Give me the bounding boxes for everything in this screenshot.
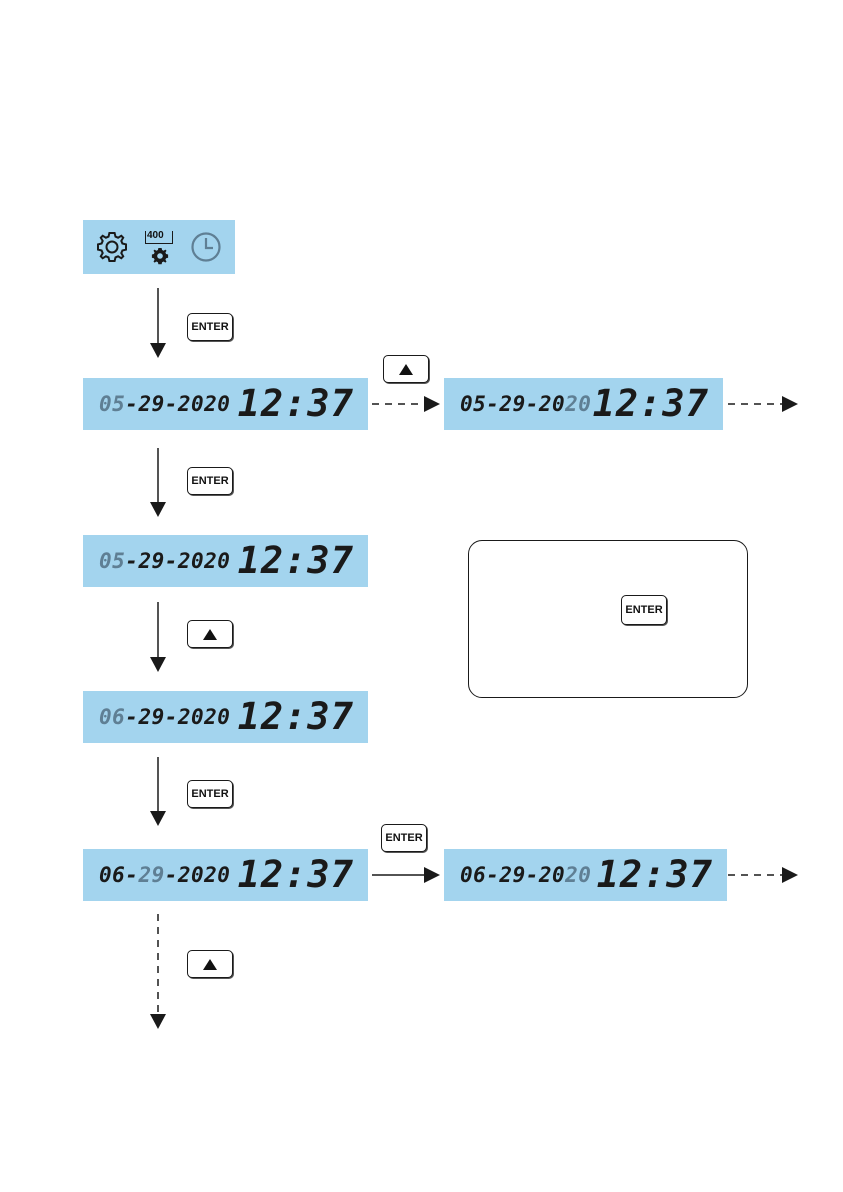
up-button[interactable] (187, 620, 233, 648)
clock-icon (190, 231, 222, 263)
arrowhead (150, 1014, 166, 1029)
arrowhead (424, 867, 440, 883)
lcd-date-highlight: 29 (138, 863, 164, 887)
enter-button-label: ENTER (385, 832, 422, 844)
lcd-date-highlight: 20 (565, 863, 591, 887)
enter-button[interactable]: ENTER (621, 595, 667, 625)
lcd-screen: 06-29-2020 12:37 (83, 691, 368, 743)
lcd-date: 05-29-2020 (460, 392, 591, 416)
lcd-date-rest: -29-2020 (125, 549, 230, 573)
lcd-screen: 05-29-2020 12:37 (83, 535, 368, 587)
lcd-screen: 06-29-2020 12:37 (444, 849, 727, 901)
enter-button[interactable]: ENTER (187, 313, 233, 341)
menu-icon-bar: 400 (83, 220, 235, 274)
arrowhead (424, 396, 440, 412)
up-arrow-icon (203, 959, 217, 970)
arrowhead (782, 396, 798, 412)
enter-button-label: ENTER (191, 788, 228, 800)
lcd-screen: 05-29-2020 12:37 (444, 378, 723, 430)
lcd-date-rest: -29-2020 (125, 705, 230, 729)
up-arrow-icon (399, 364, 413, 375)
lcd-time: 12:37 (238, 695, 354, 738)
enter-button[interactable]: ENTER (187, 467, 233, 495)
arrowhead (150, 657, 166, 672)
gear-icon (95, 230, 129, 264)
lcd-date-prefix: 06- (99, 863, 138, 887)
lcd-date-prefix: 06-29-20 (460, 863, 565, 887)
lcd-screen: 06-29-2020 12:37 (83, 849, 368, 901)
lcd-date-prefix: 05-29-20 (460, 392, 565, 416)
lcd-date-highlight: 05 (99, 549, 125, 573)
lcd-date: 06-29-2020 (460, 863, 591, 887)
enter-button-label: ENTER (191, 475, 228, 487)
arrowhead (150, 811, 166, 826)
lcd-screen: 05-29-2020 12:37 (83, 378, 368, 430)
lcd-time: 12:37 (238, 853, 354, 896)
calibration-value: 400 (147, 230, 164, 241)
enter-button-label: ENTER (191, 321, 228, 333)
arrowhead (150, 502, 166, 517)
enter-button-label: ENTER (625, 604, 662, 616)
up-button[interactable] (383, 355, 429, 383)
arrowhead (150, 343, 166, 358)
arrowhead (782, 867, 798, 883)
lcd-date-highlight: 20 (565, 392, 591, 416)
lcd-date-highlight: 05 (99, 392, 125, 416)
small-gear-icon (151, 247, 169, 265)
lcd-date-rest: -2020 (165, 863, 231, 887)
lcd-date: 06-29-2020 (99, 863, 230, 887)
lcd-date: 05-29-2020 (99, 549, 230, 573)
lcd-date: 06-29-2020 (99, 705, 230, 729)
lcd-time: 12:37 (238, 539, 354, 582)
lcd-date-rest: -29-2020 (125, 392, 230, 416)
enter-button[interactable]: ENTER (187, 780, 233, 808)
up-arrow-icon (203, 629, 217, 640)
up-button[interactable] (187, 950, 233, 978)
lcd-time: 12:37 (597, 853, 713, 896)
enter-button[interactable]: ENTER (381, 824, 427, 852)
lcd-date: 05-29-2020 (99, 392, 230, 416)
lcd-time: 12:37 (593, 382, 709, 425)
note-box: ENTER (468, 540, 748, 698)
lcd-time: 12:37 (238, 382, 354, 425)
lcd-date-highlight: 06 (99, 705, 125, 729)
calibration-icon: 400 (143, 229, 177, 267)
